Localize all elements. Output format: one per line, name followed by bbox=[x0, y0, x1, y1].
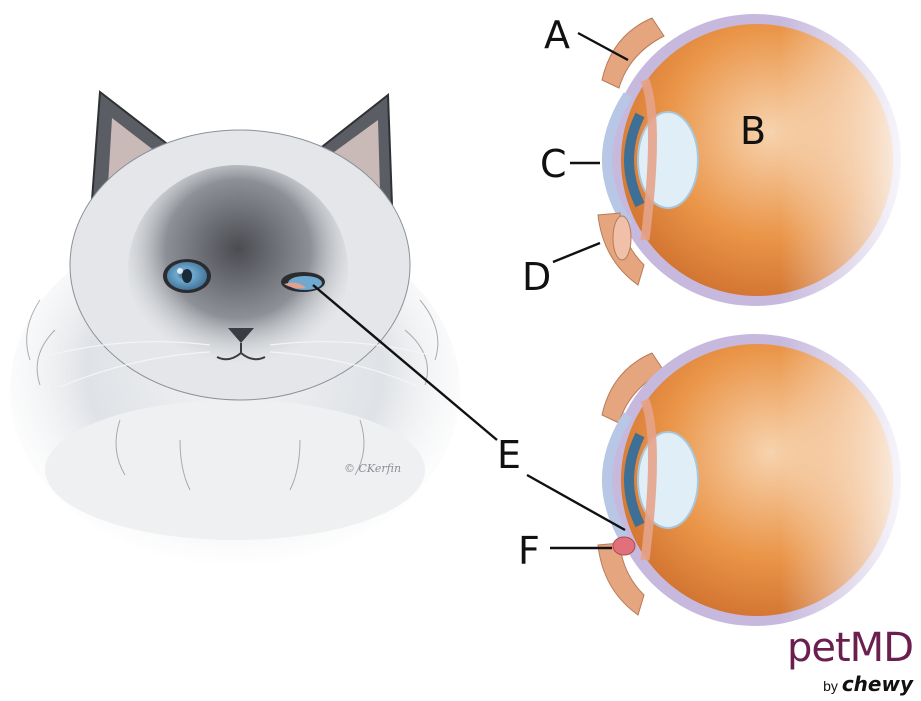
cat-illustration: © CKerfin bbox=[10, 92, 460, 565]
cat-face-mask bbox=[128, 165, 348, 375]
label-e: E bbox=[497, 436, 521, 474]
eye-fade-mask-affected bbox=[780, 320, 921, 640]
prolapsed-gland bbox=[613, 537, 635, 555]
eye-cross-section-affected bbox=[598, 320, 921, 640]
petmd-logo: petMD bbox=[787, 628, 913, 668]
third-eyelid-gland bbox=[613, 216, 631, 260]
chewy-byline: by chewy bbox=[823, 674, 913, 694]
leader-line-d bbox=[553, 243, 600, 262]
byline-by: by bbox=[823, 678, 838, 694]
chewy-brand: chewy bbox=[842, 672, 913, 696]
label-b: B bbox=[740, 112, 766, 150]
label-c: C bbox=[540, 145, 567, 183]
artist-signature: © CKerfin bbox=[344, 462, 401, 475]
cat-left-eye bbox=[163, 259, 211, 293]
eye-cross-section-normal bbox=[598, 0, 921, 320]
label-f: F bbox=[518, 532, 540, 570]
label-a: A bbox=[544, 16, 570, 54]
eye-fade-mask bbox=[780, 0, 921, 320]
label-d: D bbox=[522, 258, 551, 296]
